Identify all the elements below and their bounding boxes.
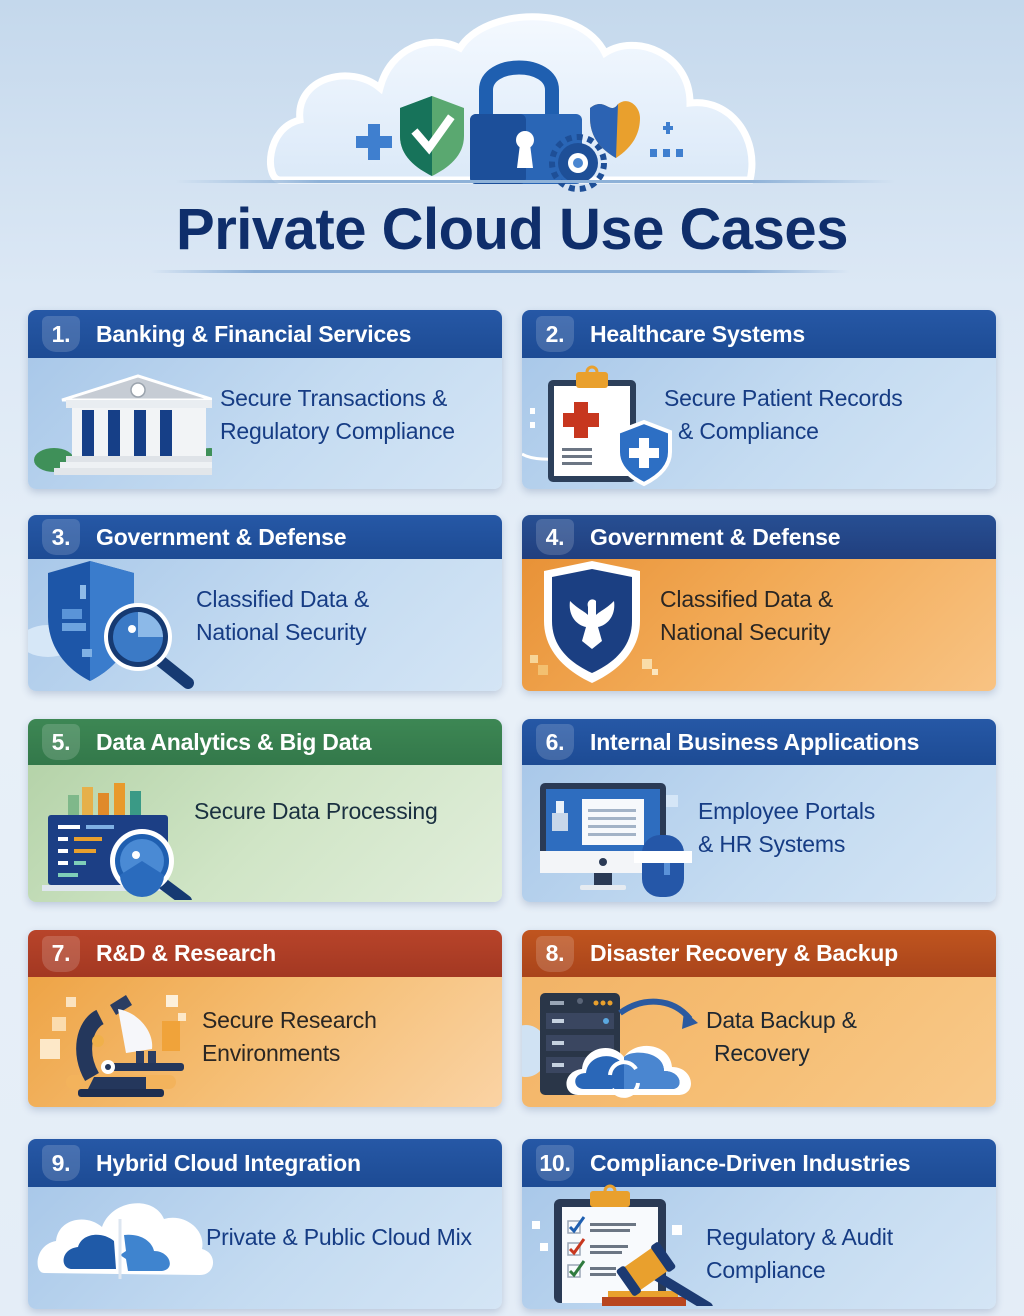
card-body: Classified Data & National Security	[522, 559, 996, 691]
card-header: 8. Disaster Recovery & Backup	[522, 930, 996, 977]
card-description: Private & Public Cloud Mix	[206, 1224, 472, 1250]
shield-check-icon	[400, 96, 464, 176]
card-body: Secure Data Processing	[28, 765, 502, 902]
use-case-card-banking: 1. Banking & Financial Services Secure T…	[28, 310, 502, 489]
card-header: 10. Compliance-Driven Industries	[522, 1139, 996, 1187]
sparkle-icon	[663, 122, 673, 134]
card-header: 3. Government & Defense	[28, 515, 502, 559]
server-cloud-sync-icon	[522, 993, 698, 1098]
hero-banner: Private Cloud Use Cases	[0, 0, 1024, 290]
card-number-badge: 5.	[42, 724, 80, 760]
card-body: Classified Data & National Security	[28, 559, 502, 691]
use-case-card-government-defense: 3. Government & Defense Classified Data …	[28, 515, 502, 691]
use-case-card-government-defense-2: 4. Government & Defense Classified Data …	[522, 515, 996, 691]
card-description: Secure Patient Records & Compliance	[664, 385, 903, 444]
card-title: R&D & Research	[96, 940, 276, 966]
card-description: Secure Transactions & Regulatory Complia…	[220, 385, 455, 444]
card-title: Compliance-Driven Industries	[590, 1149, 911, 1176]
card-number-badge: 1.	[42, 316, 80, 352]
eagle-shield-icon	[530, 561, 658, 683]
card-body: Employee Portals & HR Systems	[522, 765, 996, 902]
card-description: Classified Data & National Security	[660, 586, 834, 645]
use-case-card-research: 7. R&D & Research Secure Research Env	[28, 930, 502, 1107]
hybrid-cloud-icon	[37, 1203, 214, 1279]
card-body: Secure Patient Records & Compliance	[522, 358, 996, 489]
desktop-computer-icon	[540, 783, 692, 897]
card-number-badge: 7.	[42, 935, 80, 972]
use-case-card-disaster-recovery: 8. Disaster Recovery & Backup	[522, 930, 996, 1107]
card-title: Healthcare Systems	[590, 320, 806, 347]
use-case-card-healthcare: 2. Healthcare Systems Secure Patient Rec…	[522, 310, 996, 489]
card-header: 2. Healthcare Systems	[522, 310, 996, 358]
card-header: 5. Data Analytics & Big Data	[28, 719, 502, 765]
card-header: 7. R&D & Research	[28, 930, 502, 977]
card-number-badge: 9.	[42, 1145, 80, 1181]
microscope-icon	[40, 995, 186, 1097]
dots-icon	[650, 149, 683, 157]
card-body: Secure Research Environments	[28, 977, 502, 1107]
cloud-security-illustration	[267, 13, 756, 192]
card-description: Secure Data Processing	[194, 798, 438, 824]
card-body: Data Backup & Recovery	[522, 977, 996, 1107]
card-title: Hybrid Cloud Integration	[96, 1149, 361, 1176]
card-title: Disaster Recovery & Backup	[590, 940, 899, 966]
gear-icon	[549, 134, 607, 192]
card-body: Regulatory & Audit Compliance	[522, 1184, 996, 1309]
analytics-magnifier-icon	[42, 783, 192, 900]
card-number-badge: 6.	[536, 724, 574, 760]
page-title: Private Cloud Use Cases	[176, 197, 848, 262]
card-number-badge: 3.	[42, 519, 80, 555]
use-case-card-compliance: 10. Compliance-Driven Industries	[522, 1139, 996, 1309]
use-case-card-hybrid-cloud: 9. Hybrid Cloud Integration Private & Pu…	[28, 1139, 502, 1309]
card-title: Government & Defense	[590, 523, 841, 550]
card-header: 9. Hybrid Cloud Integration	[28, 1139, 502, 1187]
card-number-badge: 8.	[536, 935, 574, 972]
card-description: Secure Research Environments	[202, 1007, 377, 1066]
card-description: Regulatory & Audit Compliance	[706, 1224, 893, 1283]
card-number-badge: 10.	[536, 1145, 574, 1181]
card-header: 6. Internal Business Applications	[522, 719, 996, 765]
shield-icon	[590, 101, 640, 158]
checklist-gavel-icon	[532, 1184, 713, 1306]
card-body: Secure Transactions & Regulatory Complia…	[28, 358, 502, 489]
divider	[175, 180, 895, 183]
medical-clipboard-icon	[522, 365, 672, 487]
card-number-badge: 2.	[536, 316, 574, 352]
card-title: Government & Defense	[96, 523, 347, 550]
shield-magnifier-icon	[28, 561, 194, 689]
card-title: Banking & Financial Services	[96, 320, 412, 347]
card-title: Data Analytics & Big Data	[96, 728, 372, 755]
card-description: Employee Portals & HR Systems	[698, 798, 876, 857]
card-number-badge: 4.	[536, 519, 574, 555]
use-case-card-data-analytics: 5. Data Analytics & Big Data	[28, 719, 502, 902]
card-title: Internal Business Applications	[590, 728, 920, 755]
card-header: 4. Government & Defense	[522, 515, 996, 559]
card-header: 1. Banking & Financial Services	[28, 310, 502, 358]
bank-icon	[34, 374, 212, 475]
card-body: Private & Public Cloud Mix	[28, 1187, 502, 1309]
divider	[150, 270, 850, 273]
card-description: Classified Data & National Security	[196, 586, 370, 645]
plus-icon	[356, 124, 392, 160]
use-case-card-internal-business-apps: 6. Internal Business Applications Employ…	[522, 719, 996, 902]
card-description: Data Backup & Recovery	[706, 1007, 857, 1066]
